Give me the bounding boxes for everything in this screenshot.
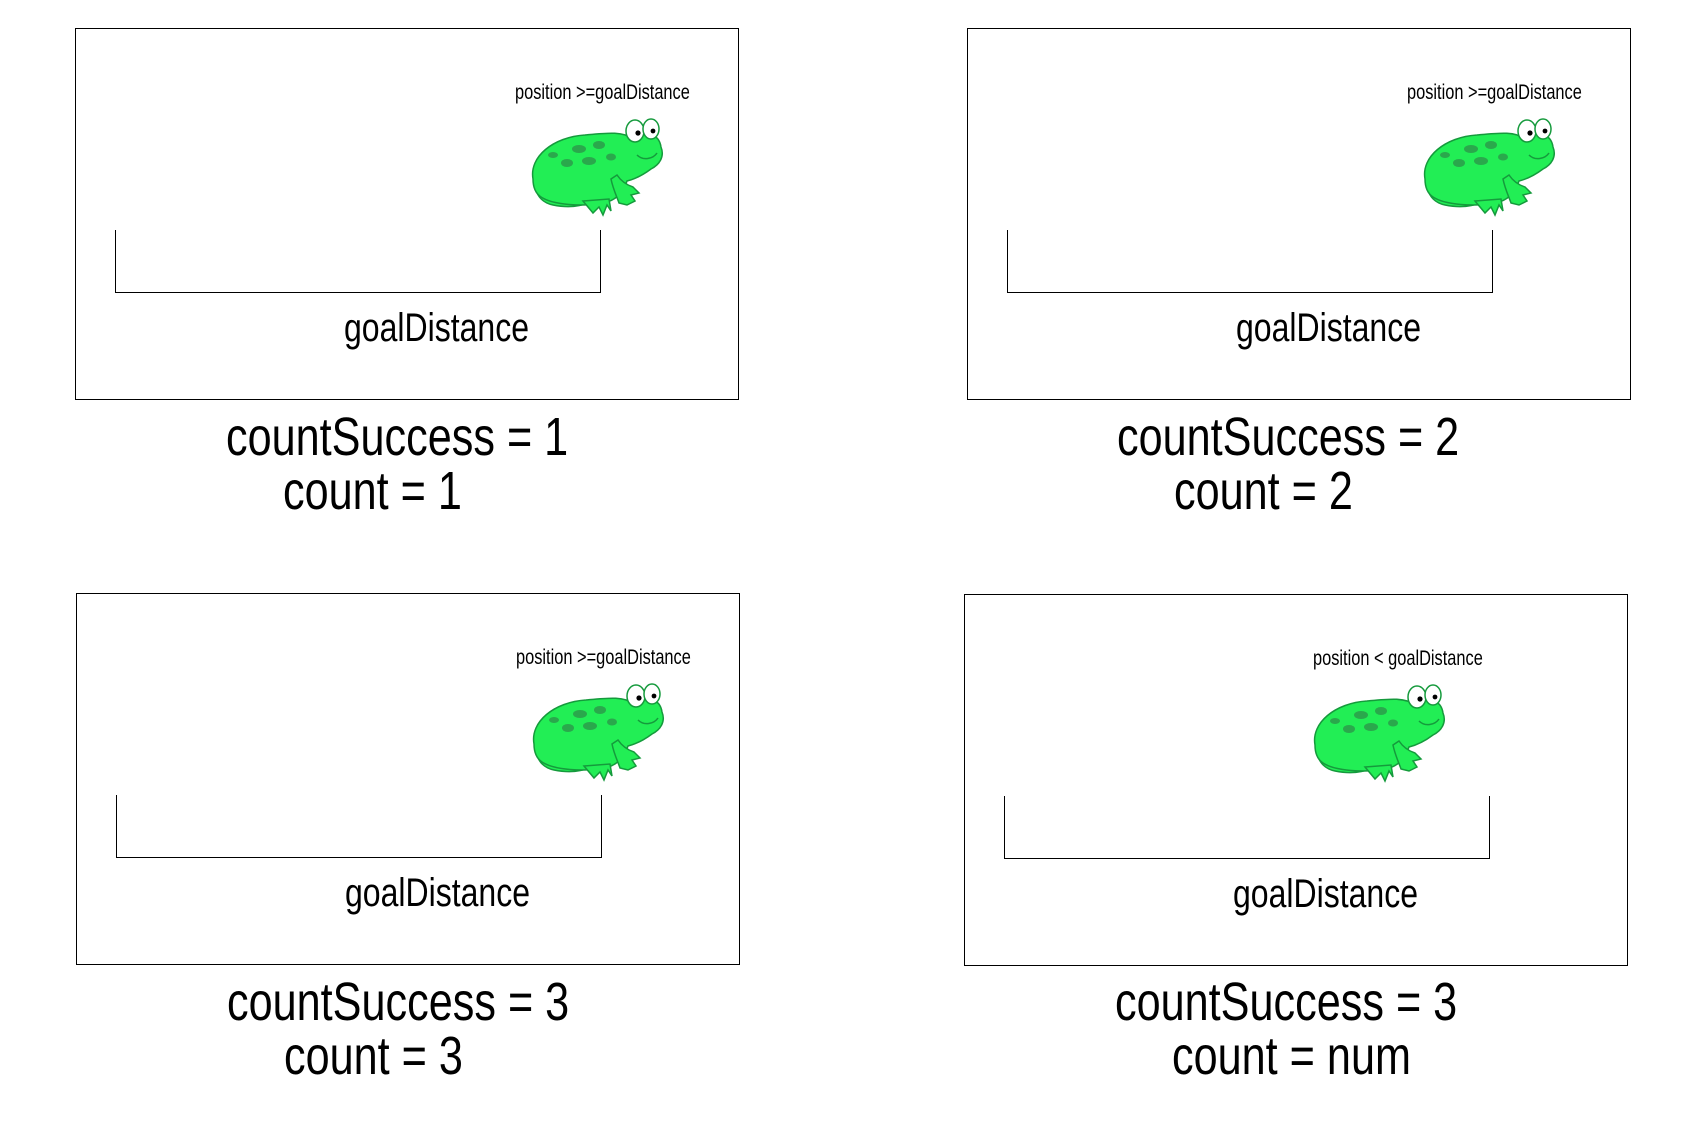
count-success-text: countSuccess = 3 (1115, 972, 1458, 1032)
count-text: count = 2 (1174, 461, 1353, 521)
goal-distance-label: goalDistance (1236, 306, 1421, 350)
scenario-panel-1: position >=goalDistance goalDistance (75, 28, 739, 400)
count-text: count = 1 (283, 461, 462, 521)
frog-icon (1415, 109, 1565, 219)
goal-distance-label: goalDistance (345, 871, 530, 915)
count-success-text: countSuccess = 3 (227, 972, 570, 1032)
scenario-panel-3: position >=goalDistance goalDistance (76, 593, 740, 965)
condition-label: position >=goalDistance (1407, 81, 1582, 104)
frog-icon (1305, 675, 1455, 785)
condition-label: position >=goalDistance (515, 81, 690, 104)
condition-label: position >=goalDistance (516, 646, 691, 669)
frog-icon (524, 674, 674, 784)
goal-distance-bracket (1007, 230, 1493, 293)
count-text: count = 3 (284, 1026, 463, 1086)
count-text: count = num (1172, 1026, 1411, 1086)
frog-icon (523, 109, 673, 219)
scenario-panel-2: position >=goalDistance goalDistance (967, 28, 1631, 400)
goal-distance-label: goalDistance (1233, 872, 1418, 916)
count-success-text: countSuccess = 1 (226, 407, 569, 467)
goal-distance-bracket (116, 795, 602, 858)
goal-distance-bracket (1004, 796, 1490, 859)
goal-distance-label: goalDistance (344, 306, 529, 350)
count-success-text: countSuccess = 2 (1117, 407, 1460, 467)
goal-distance-bracket (115, 230, 601, 293)
condition-label: position < goalDistance (1313, 647, 1483, 670)
scenario-panel-4: position < goalDistance goalDistance (964, 594, 1628, 966)
